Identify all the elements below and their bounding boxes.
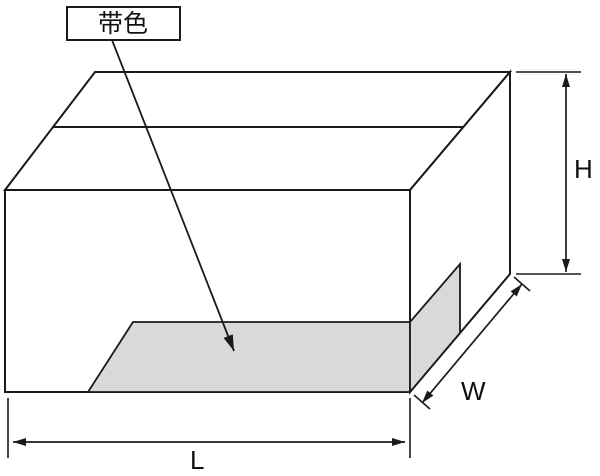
dim-width-label: W [461, 376, 486, 406]
callout-label: 带色 [98, 10, 148, 38]
dim-length-label: L [190, 445, 204, 475]
callout-box [66, 6, 181, 41]
callout-leader-arrow [111, 39, 235, 352]
dim-height-label: H [574, 154, 593, 184]
dim-width-arrow [421, 283, 523, 404]
colored-band-front [86, 321, 411, 393]
